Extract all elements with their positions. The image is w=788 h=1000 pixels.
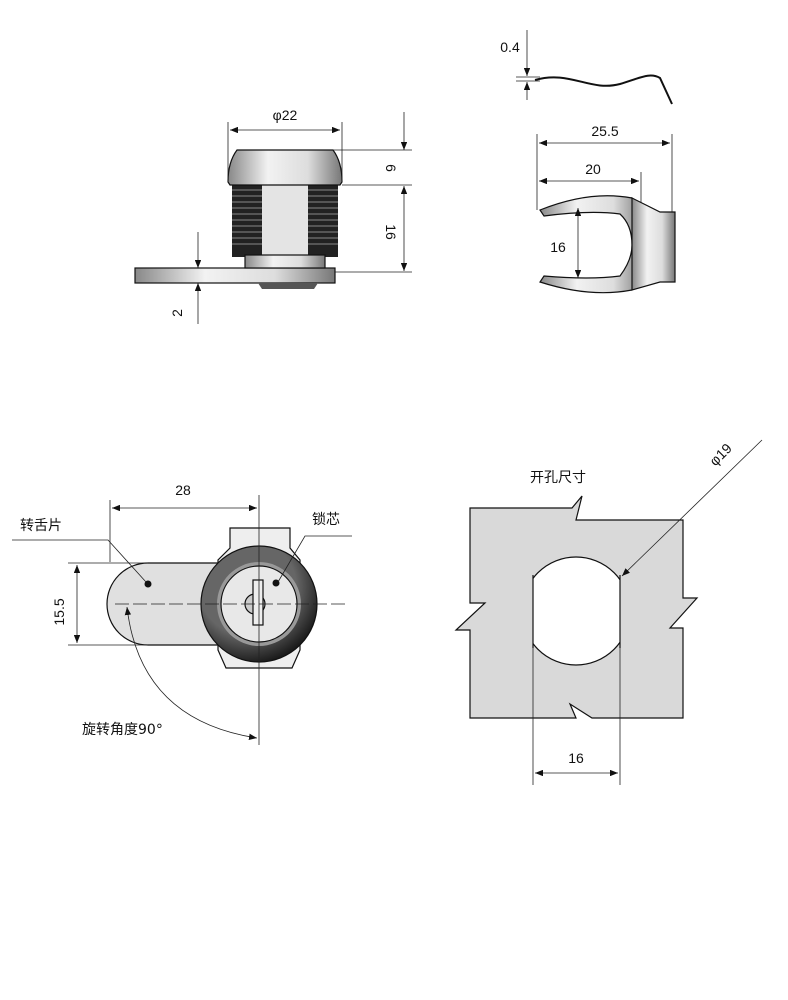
cylinder-dot bbox=[272, 579, 280, 587]
cam-plate bbox=[134, 267, 336, 284]
keyway bbox=[252, 579, 264, 626]
diameter-label: φ22 bbox=[273, 107, 298, 123]
body-flat bbox=[262, 185, 308, 257]
rotation-arc bbox=[124, 606, 258, 740]
clip-view: 0.4 25.5 20 16 bbox=[500, 30, 676, 294]
cam-length-label: 28 bbox=[175, 482, 191, 498]
cutout-title: 开孔尺寸 bbox=[530, 470, 586, 486]
cutout-hole-group bbox=[533, 556, 620, 666]
diameter-leader bbox=[621, 439, 763, 577]
cam-label: 转舌片 bbox=[20, 518, 62, 534]
clip-back bbox=[631, 197, 676, 291]
flat-width-label: 16 bbox=[568, 750, 584, 766]
cam-width-label: 15.5 bbox=[51, 598, 67, 625]
thickness-label: 0.4 bbox=[500, 39, 520, 55]
inner-width-label: 20 bbox=[585, 161, 601, 177]
rotation-label: 旋转角度90° bbox=[82, 722, 163, 738]
outer-width-label: 25.5 bbox=[591, 123, 618, 139]
cam-tab-dot bbox=[144, 580, 152, 588]
nut bbox=[244, 254, 326, 269]
cylinder-leader bbox=[277, 535, 352, 583]
cylinder-label: 锁芯 bbox=[312, 512, 340, 528]
cap bbox=[227, 149, 343, 186]
cutout-diameter-label: φ19 bbox=[706, 440, 735, 469]
thread-lines bbox=[232, 189, 338, 245]
cam-leader bbox=[12, 539, 147, 583]
side-view: φ22 6 16 2 bbox=[134, 107, 412, 324]
spring-profile bbox=[534, 74, 673, 105]
front-view: 28 转舌片 锁芯 15.5 旋转角度90° bbox=[12, 482, 352, 745]
cutout-view: 开孔尺寸 16 φ19 bbox=[454, 439, 763, 785]
cutout-hole bbox=[533, 556, 620, 666]
body-height-label: 16 bbox=[383, 224, 399, 240]
plug-bottom bbox=[258, 283, 318, 289]
plate-thickness-label: 2 bbox=[169, 309, 185, 317]
cap-height-label: 6 bbox=[383, 164, 399, 172]
opening-label: 16 bbox=[550, 239, 566, 255]
